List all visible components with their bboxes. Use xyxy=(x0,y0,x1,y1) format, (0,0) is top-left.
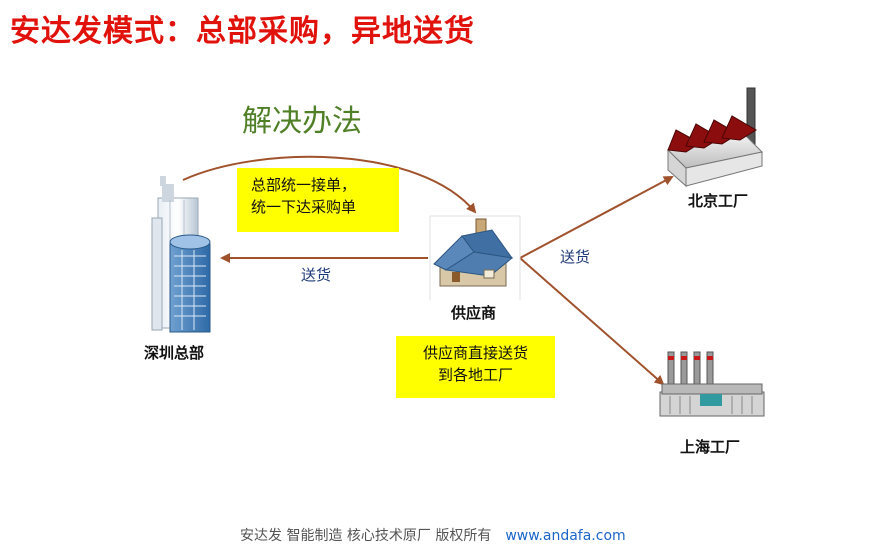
note-line: 供应商直接送货 xyxy=(422,344,528,362)
factory-icon xyxy=(666,87,764,188)
factory-icon xyxy=(659,351,765,417)
footer: 安达发 智能制造 核心技术原厂 版权所有 www.andafa.com xyxy=(240,525,626,545)
node-label-supplier: 供应商 xyxy=(451,304,497,322)
node-label-hq: 深圳总部 xyxy=(144,344,205,362)
edge-label-supplier-factories: 送货 xyxy=(560,248,591,266)
page-title: 安达发模式：总部采购，异地送货 xyxy=(10,14,475,49)
note-line: 统一下达采购单 xyxy=(251,198,357,216)
note-direct-delivery: 供应商直接送货 到各地工厂 xyxy=(396,336,555,398)
note-unified-ordering: 总部统一接单， 统一下达采购单 xyxy=(237,168,399,232)
node-label-shanghai: 上海工厂 xyxy=(680,438,741,456)
node-label-beijing: 北京工厂 xyxy=(688,192,749,210)
house-icon xyxy=(429,215,521,300)
footer-link[interactable]: www.andafa.com xyxy=(505,528,626,544)
edge-label-supplier-hq: 送货 xyxy=(301,266,332,284)
arrow-hq-to-supplier xyxy=(182,155,477,214)
office-building-icon xyxy=(151,176,211,333)
footer-copyright: 安达发 智能制造 核心技术原厂 版权所有 xyxy=(240,528,492,544)
arrow-supplier-to-beijing xyxy=(519,176,674,259)
arrow-supplier-to-shanghai xyxy=(519,257,665,386)
note-line: 到各地工厂 xyxy=(437,366,513,384)
diagram-subtitle: 解决办法 xyxy=(242,104,362,139)
note-line: 总部统一接单， xyxy=(251,176,357,194)
